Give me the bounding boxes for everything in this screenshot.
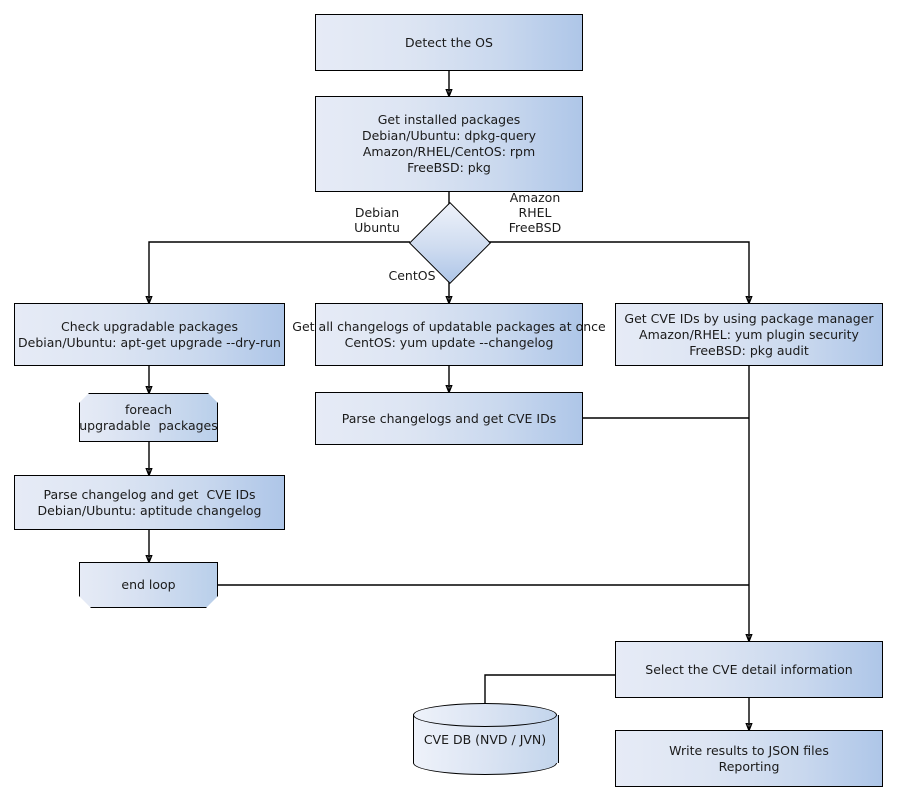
- node-parse-changelog-get-cve-ids[interactable]: Parse changelog and get CVE IDs Debian/U…: [14, 475, 285, 530]
- node-end-loop[interactable]: end loop: [79, 562, 218, 608]
- cve-db-label: CVE DB (NVD / JVN): [423, 731, 547, 747]
- node-get-installed-packages[interactable]: Get installed packages Debian/Ubuntu: dp…: [315, 96, 583, 192]
- node-cve-db[interactable]: CVE DB (NVD / JVN): [413, 703, 559, 775]
- node-detect-os[interactable]: Detect the OS: [315, 14, 583, 71]
- edge-decision-left: [149, 241, 410, 303]
- cylinder-top: [413, 703, 557, 727]
- node-write-results-json[interactable]: Write results to JSON files Reporting: [615, 730, 883, 787]
- edge-label-amazon-rhel-freebsd: Amazon RHEL FreeBSD: [508, 190, 562, 235]
- edge-label-centos: CentOS: [388, 268, 436, 283]
- node-get-cve-ids-package-manager[interactable]: Get CVE IDs by using package manager Ama…: [615, 303, 883, 366]
- node-get-all-changelogs[interactable]: Get all changelogs of updatable packages…: [292, 303, 606, 366]
- edge-label-debian-ubuntu: Debian Ubuntu: [354, 205, 400, 235]
- node-parse-changelogs-get-cve-ids[interactable]: Parse changelogs and get CVE IDs: [315, 392, 583, 445]
- node-foreach-upgradable-packages[interactable]: foreach upgradable packages: [79, 393, 218, 442]
- node-select-cve-detail-information[interactable]: Select the CVE detail information: [615, 641, 883, 698]
- edge-decision-right: [488, 241, 749, 303]
- node-check-upgradable-packages[interactable]: Check upgradable packages Debian/Ubuntu:…: [14, 303, 285, 366]
